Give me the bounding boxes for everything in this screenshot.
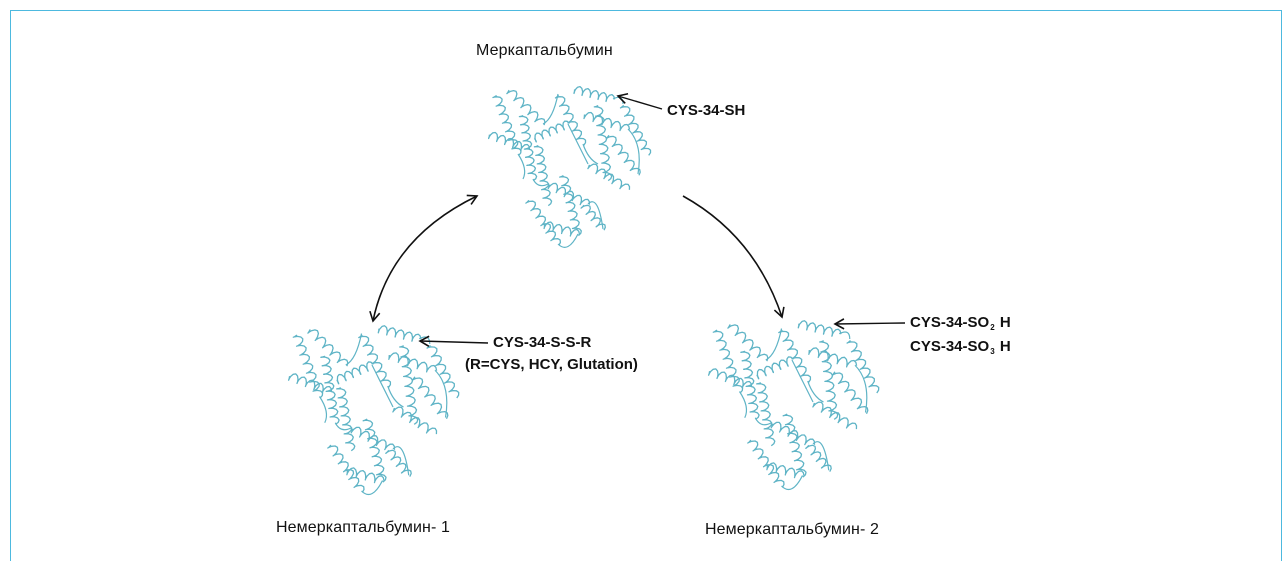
- nonmercaptalbumin-1-title: Немеркаптальбумин- 1: [276, 519, 450, 536]
- nonmercaptalbumin-2-structure-icon: [707, 320, 880, 491]
- nonmercaptalbumin-2-title: Немеркаптальбумин- 2: [705, 521, 879, 538]
- cys34-pointer-left: [418, 335, 489, 347]
- oxidation-arrow-top-right: [682, 195, 785, 319]
- sulfonic-acid-prefix: CYS-34-SO: [910, 338, 990, 355]
- nonmercaptalbumin-2-annotation-line1: CYS-34-SO2 H: [910, 315, 1011, 332]
- sulfinic-acid-suffix: H: [999, 314, 1011, 331]
- nonmercaptalbumin-1-annotation-line2: (R=CYS, HCY, Glutation): [465, 356, 638, 373]
- nonmercaptalbumin-1-structure-icon: [287, 325, 460, 496]
- reversible-arrow-left-top: [369, 194, 479, 323]
- sulfonic-acid-subscript: 3: [990, 347, 995, 356]
- mercaptalbumin-annotation: CYS-34-SH: [667, 102, 746, 119]
- sulfinic-acid-subscript: 2: [990, 323, 995, 332]
- cys34-pointer-right: [833, 318, 906, 330]
- mercaptalbumin-title: Меркаптальбумин: [476, 42, 613, 59]
- nonmercaptalbumin-2-annotation-line2: CYS-34-SO3 H: [910, 339, 1011, 356]
- sulfonic-acid-suffix: H: [999, 338, 1011, 355]
- sulfinic-acid-prefix: CYS-34-SO: [910, 314, 990, 331]
- cys34-pointer-top: [616, 92, 663, 110]
- mercaptalbumin-structure-icon: [487, 85, 652, 248]
- nonmercaptalbumin-1-annotation-line1: CYS-34-S-S-R: [493, 334, 592, 351]
